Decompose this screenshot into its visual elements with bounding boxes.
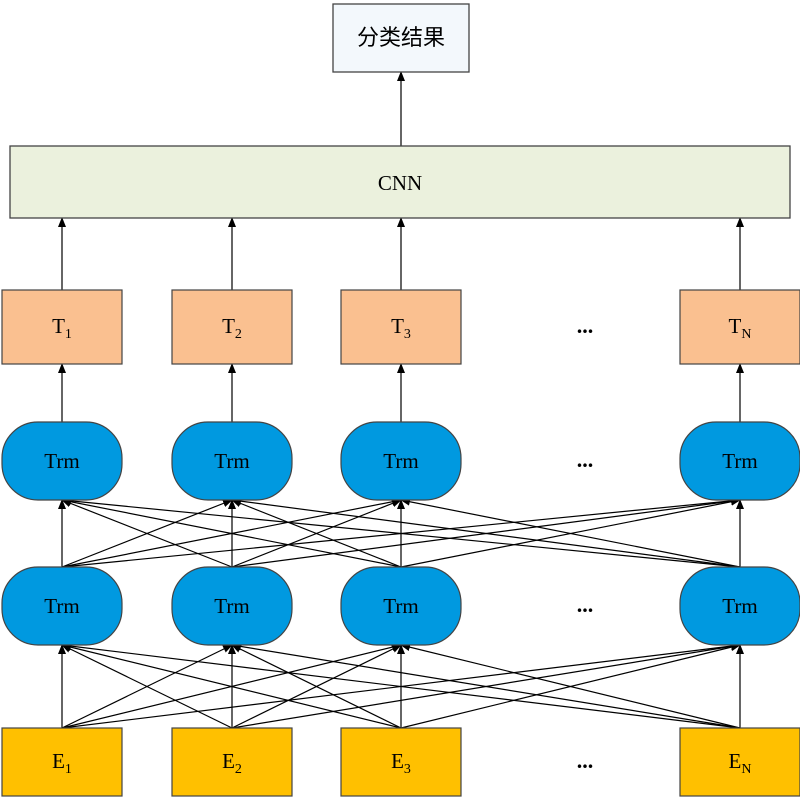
- e-node-label-base: E: [729, 749, 742, 773]
- t-node-label-base: T: [391, 314, 404, 338]
- trm-upper-node-label: Trm: [383, 449, 418, 473]
- edge-e-3-to-trm-2: [231, 644, 402, 729]
- t-node-label: T3: [391, 314, 411, 342]
- edge-e-4-to-trm-3: [400, 643, 741, 729]
- e-node-label-subscript: N: [741, 762, 751, 777]
- e-node-label-base: E: [52, 749, 65, 773]
- e-node-label: E3: [391, 749, 411, 777]
- e-node: E2: [171, 727, 293, 797]
- trm-upper-node-shape: [340, 421, 462, 501]
- t-node: TN: [679, 289, 800, 365]
- cnn-box: [9, 145, 791, 219]
- ellipsis-e: ...: [577, 748, 594, 773]
- ellipsis-layer: ............: [577, 313, 594, 773]
- t-node-label-base: T: [52, 314, 65, 338]
- e-node-label-base: E: [391, 749, 404, 773]
- trm-lower-node-label: Trm: [214, 594, 249, 618]
- trm-lower-node: Trm: [679, 566, 800, 646]
- t-node: T1: [1, 289, 123, 365]
- edge-trm-lower-4-to-upper-2: [231, 497, 741, 568]
- connection-layer: [58, 71, 744, 729]
- t-node-box: [1, 289, 123, 365]
- t-node-label: T2: [222, 314, 242, 342]
- cnn-node: CNN: [9, 145, 791, 219]
- ellipsis-t: ...: [577, 313, 594, 338]
- trm-upper-node: Trm: [679, 421, 800, 501]
- trm-upper-node: Trm: [1, 421, 123, 501]
- trm-upper-node-label: Trm: [44, 449, 79, 473]
- e-node-box: [171, 727, 293, 797]
- t-node-box: [171, 289, 293, 365]
- output-box: [332, 3, 470, 73]
- e-node-box: [1, 727, 123, 797]
- trm-upper-node-shape: [679, 421, 800, 501]
- trm-lower-node-shape: [679, 566, 800, 646]
- e-node: E1: [1, 727, 123, 797]
- e-node-label-subscript: 3: [404, 762, 411, 777]
- t-node-box: [679, 289, 800, 365]
- edge-trm-lower-4-to-upper-1: [61, 496, 741, 568]
- trm-lower-node-label: Trm: [44, 594, 79, 618]
- e-node: E3: [340, 727, 462, 797]
- edge-trm-lower-4-to-upper-3: [400, 497, 741, 568]
- edge-e-4-to-trm-1: [61, 642, 741, 729]
- edge-e-4-to-trm-2: [231, 642, 741, 729]
- edge-e-2-to-trm-1: [61, 644, 233, 729]
- trm-upper-node-shape: [171, 421, 293, 501]
- t-node: T3: [340, 289, 462, 365]
- t-node-label-base: T: [222, 314, 235, 338]
- trm-lower-node-shape: [1, 566, 123, 646]
- output-label: 分类结果: [357, 25, 445, 50]
- e-node-label-subscript: 2: [235, 762, 242, 777]
- e-node-box: [340, 727, 462, 797]
- trm-lower-node: Trm: [340, 566, 462, 646]
- ellipsis-trm-upper: ...: [577, 447, 594, 472]
- trm-upper-node-label: Trm: [214, 449, 249, 473]
- trm-lower-node-label: Trm: [383, 594, 418, 618]
- trm-lower-node-shape: [171, 566, 293, 646]
- e-node: EN: [679, 727, 800, 797]
- e-node-label: E2: [222, 749, 242, 777]
- t-node: T2: [171, 289, 293, 365]
- edge-trm-lower-3-to-upper-1: [61, 497, 402, 568]
- cnn-label: CNN: [378, 171, 422, 195]
- e-node-label-base: E: [222, 749, 235, 773]
- ellipsis-trm-lower: ...: [577, 592, 594, 617]
- trm-lower-node-shape: [340, 566, 462, 646]
- edge-e-3-to-trm-1: [61, 643, 402, 729]
- edge-trm-lower-3-to-upper-2: [231, 499, 402, 568]
- t-node-label-subscript: 1: [65, 327, 72, 342]
- trm-lower-node: Trm: [171, 566, 293, 646]
- e-node-box: [679, 727, 800, 797]
- t-node-box: [340, 289, 462, 365]
- t-node-label-subscript: 3: [404, 327, 411, 342]
- trm-lower-node: Trm: [1, 566, 123, 646]
- t-node-label-subscript: 2: [235, 327, 242, 342]
- output-result-node: 分类结果: [332, 3, 470, 73]
- trm-upper-node-shape: [1, 421, 123, 501]
- trm-lower-node-label: Trm: [722, 594, 757, 618]
- trm-upper-node: Trm: [171, 421, 293, 501]
- t-node-label: TN: [729, 314, 752, 342]
- e-node-label: EN: [729, 749, 752, 777]
- e-node-label-subscript: 1: [65, 762, 72, 777]
- edge-trm-lower-2-to-upper-1: [61, 499, 233, 568]
- t-node-label-base: T: [729, 314, 742, 338]
- trm-upper-node: Trm: [340, 421, 462, 501]
- t-node-label-subscript: N: [741, 327, 751, 342]
- e-node-label: E1: [52, 749, 72, 777]
- transformer-lower-layer: Trm Trm Trm Trm: [1, 566, 800, 646]
- transformer-upper-layer: Trm Trm Trm Trm: [1, 421, 800, 501]
- t-node-label: T1: [52, 314, 72, 342]
- trm-upper-node-label: Trm: [722, 449, 757, 473]
